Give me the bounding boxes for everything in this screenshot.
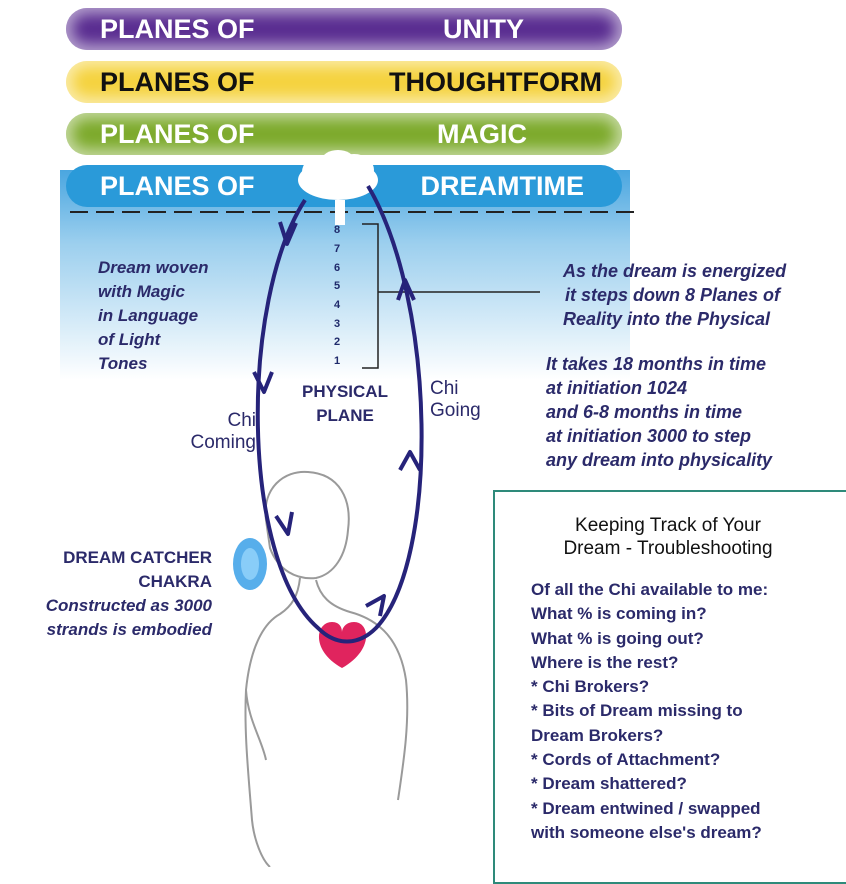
time-note-line: It takes 18 months in time [546, 352, 772, 376]
troubleshooting-line: with someone else's dream? [531, 821, 768, 845]
step-number: 2 [334, 336, 340, 348]
troubleshooting-title-line: Keeping Track of Your [495, 514, 841, 537]
time-note-line: and 6-8 months in time [546, 400, 772, 424]
chi-going-line: Going [430, 400, 481, 422]
troubleshooting-line: What % is going out? [531, 627, 768, 651]
troubleshooting-line: Of all the Chi available to me: [531, 578, 768, 602]
right-note: As the dream is energized it steps down … [563, 259, 786, 331]
time-note-line: at initiation 1024 [546, 376, 772, 400]
arrow-down-bottom-icon [276, 512, 292, 534]
step-number: 3 [334, 318, 340, 330]
chi-going-line: Chi [430, 378, 481, 400]
left-note: Dream woven with Magic in Language of Li… [98, 256, 209, 376]
heart-icon [319, 622, 366, 668]
right-note-line: Reality into the Physical [563, 307, 786, 331]
arrow-up-middle-icon [400, 452, 420, 470]
right-note-line: As the dream is energized [563, 259, 786, 283]
troubleshooting-line: * Dream entwined / swapped [531, 797, 768, 821]
time-note-line: at initiation 3000 to step [546, 424, 772, 448]
dream-catcher-title: DREAM CATCHER [0, 546, 212, 570]
left-note-line: with Magic [98, 280, 209, 304]
step-number: 7 [334, 243, 340, 255]
troubleshooting-line: * Chi Brokers? [531, 675, 768, 699]
physical-plane-line: PLANE [290, 404, 400, 428]
step-number: 6 [334, 262, 340, 274]
troubleshooting-line: * Dream shattered? [531, 772, 768, 796]
time-note-line: any dream into physicality [546, 448, 772, 472]
right-note-line: it steps down 8 Planes of [563, 283, 786, 307]
step-bracket [362, 224, 378, 368]
left-note-line: Dream woven [98, 256, 209, 280]
physical-plane-line: PHYSICAL [290, 380, 400, 404]
step-number: 8 [334, 224, 340, 236]
step-number: 1 [334, 355, 340, 367]
dream-catcher-line: Constructed as 3000 [0, 594, 212, 618]
step-number: 5 [334, 280, 340, 292]
physical-plane-label: PHYSICAL PLANE [290, 380, 400, 428]
troubleshooting-list: Of all the Chi available to me: What % i… [531, 578, 768, 845]
chi-going-label: Chi Going [430, 378, 481, 422]
chi-coming-line: Chi [172, 410, 256, 432]
troubleshooting-line: * Bits of Dream missing to [531, 699, 768, 723]
troubleshooting-line: Where is the rest? [531, 651, 768, 675]
dream-catcher-line: strands is embodied [0, 618, 212, 642]
troubleshooting-line: * Cords of Attachment? [531, 748, 768, 772]
left-note-line: of Light [98, 328, 209, 352]
arrow-up-right-icon [366, 596, 384, 616]
troubleshooting-line: What % is coming in? [531, 602, 768, 626]
dream-catcher-note: DREAM CATCHER CHAKRA Constructed as 3000… [0, 546, 212, 642]
left-note-line: Tones [98, 352, 209, 376]
troubleshooting-title: Keeping Track of Your Dream - Troublesho… [495, 514, 841, 560]
chi-coming-label: Chi Coming [172, 410, 256, 454]
troubleshooting-title-line: Dream - Troubleshooting [495, 537, 841, 560]
cloud-icon [298, 150, 378, 200]
chi-coming-line: Coming [172, 432, 256, 454]
troubleshooting-box: Keeping Track of Your Dream - Troublesho… [493, 490, 846, 884]
troubleshooting-line: Dream Brokers? [531, 724, 768, 748]
dream-catcher-title: CHAKRA [0, 570, 212, 594]
time-note: It takes 18 months in time at initiation… [546, 352, 772, 472]
left-note-line: in Language [98, 304, 209, 328]
step-number: 4 [334, 299, 340, 311]
